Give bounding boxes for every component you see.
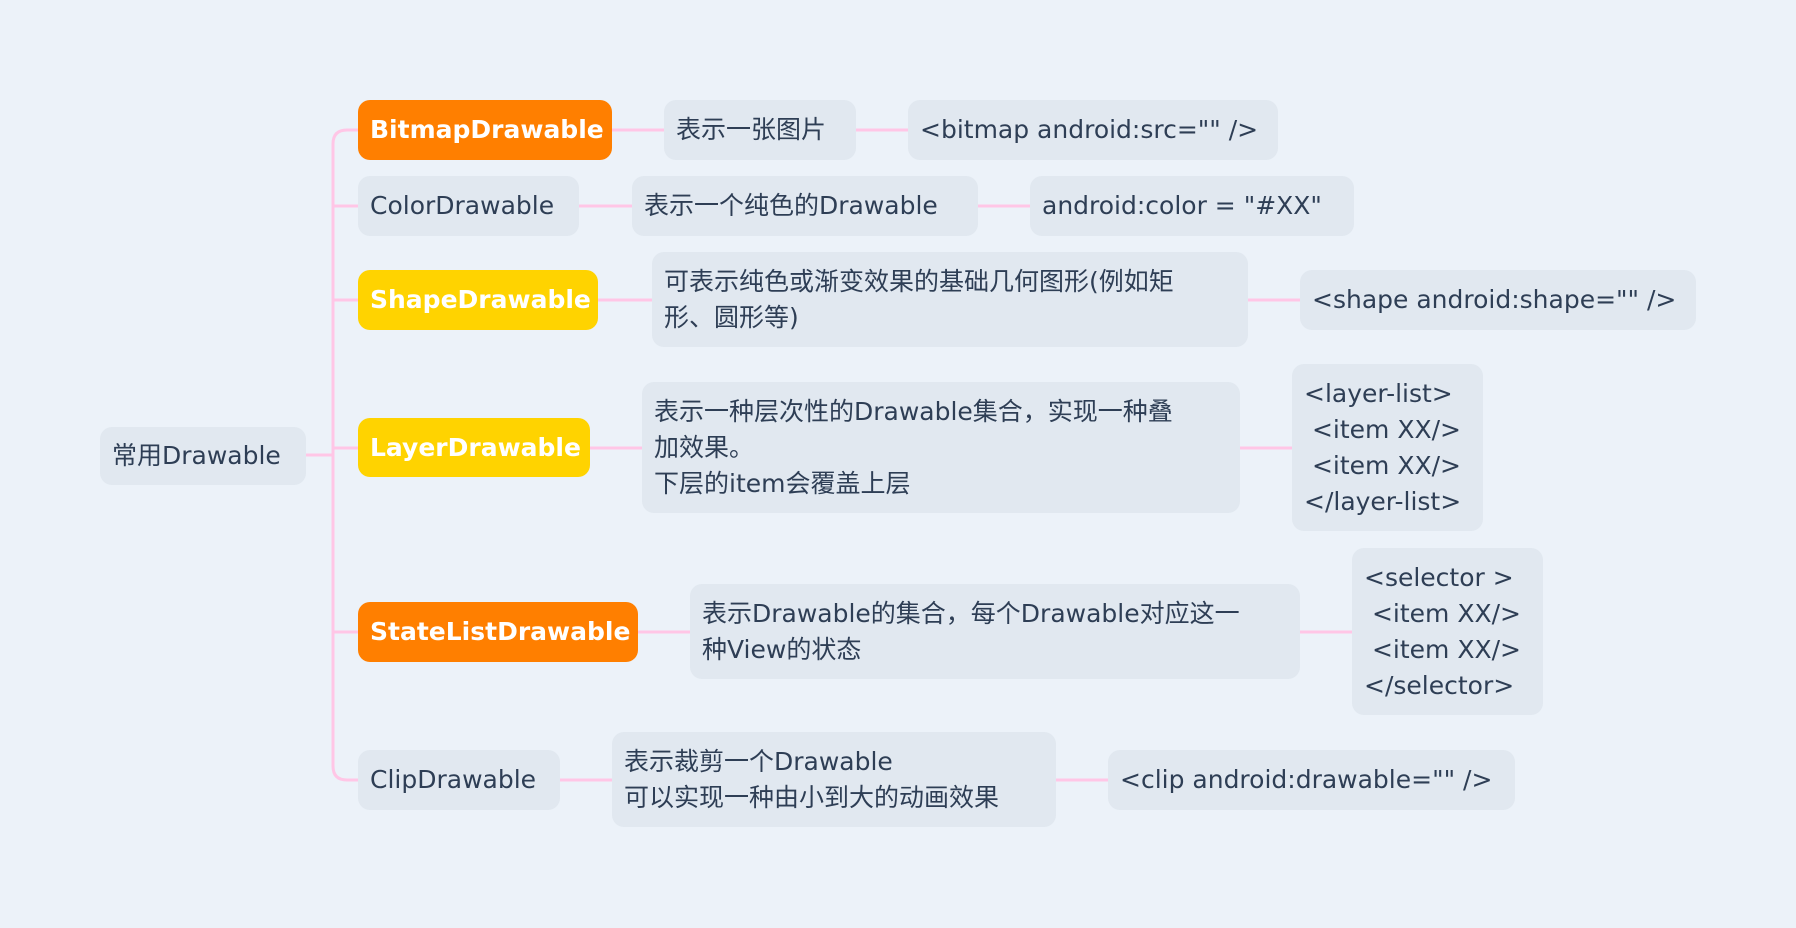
- branch-colordrawable[interactable]: ColorDrawable: [358, 176, 579, 236]
- description-text: 可表示纯色或渐变效果的基础几何图形(例如矩 形、圆形等): [664, 266, 1174, 332]
- description-shapedrawable[interactable]: 可表示纯色或渐变效果的基础几何图形(例如矩 形、圆形等): [652, 252, 1248, 347]
- description-statelistdrawable[interactable]: 表示Drawable的集合，每个Drawable对应这一 种View的状态: [690, 584, 1300, 679]
- description-text: 表示一张图片: [676, 115, 827, 144]
- description-text: 表示一个纯色的Drawable: [644, 191, 938, 220]
- code-layerdrawable[interactable]: <layer-list> <item XX/> <item XX/> </lay…: [1292, 364, 1483, 531]
- description-clipdrawable[interactable]: 表示裁剪一个Drawable 可以实现一种由小到大的动画效果: [612, 732, 1056, 827]
- code-text: <bitmap android:src="" />: [920, 115, 1259, 144]
- branch-label: ClipDrawable: [370, 765, 537, 794]
- code-shapedrawable[interactable]: <shape android:shape="" />: [1300, 270, 1696, 330]
- branch-bitmapdrawable[interactable]: BitmapDrawable: [358, 100, 612, 160]
- code-text: <layer-list> <item XX/> <item XX/> </lay…: [1304, 378, 1462, 516]
- branch-label: ShapeDrawable: [370, 285, 591, 314]
- code-text: android:color = "#XX": [1042, 191, 1322, 220]
- description-text: 表示Drawable的集合，每个Drawable对应这一 种View的状态: [702, 598, 1240, 664]
- branch-statelistdrawable[interactable]: StateListDrawable: [358, 602, 638, 662]
- branch-shapedrawable[interactable]: ShapeDrawable: [358, 270, 598, 330]
- code-text: <clip android:drawable="" />: [1120, 765, 1493, 794]
- code-clipdrawable[interactable]: <clip android:drawable="" />: [1108, 750, 1515, 810]
- code-text: <shape android:shape="" />: [1312, 285, 1677, 314]
- branch-label: LayerDrawable: [370, 432, 581, 462]
- code-colordrawable[interactable]: android:color = "#XX": [1030, 176, 1354, 236]
- root-node[interactable]: 常用Drawable: [100, 427, 306, 485]
- code-bitmapdrawable[interactable]: <bitmap android:src="" />: [908, 100, 1278, 160]
- branch-layerdrawable[interactable]: LayerDrawable: [358, 418, 590, 477]
- description-text: 表示裁剪一个Drawable 可以实现一种由小到大的动画效果: [624, 746, 1000, 812]
- description-colordrawable[interactable]: 表示一个纯色的Drawable: [632, 176, 978, 236]
- code-text: <selector > <item XX/> <item XX/> </sele…: [1364, 562, 1521, 700]
- description-bitmapdrawable[interactable]: 表示一张图片: [664, 100, 856, 160]
- branch-clipdrawable[interactable]: ClipDrawable: [358, 750, 560, 810]
- code-statelistdrawable[interactable]: <selector > <item XX/> <item XX/> </sele…: [1352, 548, 1543, 715]
- description-text: 表示一种层次性的Drawable集合，实现一种叠 加效果。 下层的item会覆盖…: [654, 396, 1173, 498]
- description-layerdrawable[interactable]: 表示一种层次性的Drawable集合，实现一种叠 加效果。 下层的item会覆盖…: [642, 382, 1240, 513]
- branch-label: ColorDrawable: [370, 191, 555, 220]
- branch-label: StateListDrawable: [370, 617, 631, 646]
- root-label: 常用Drawable: [112, 441, 281, 470]
- branch-label: BitmapDrawable: [370, 115, 604, 144]
